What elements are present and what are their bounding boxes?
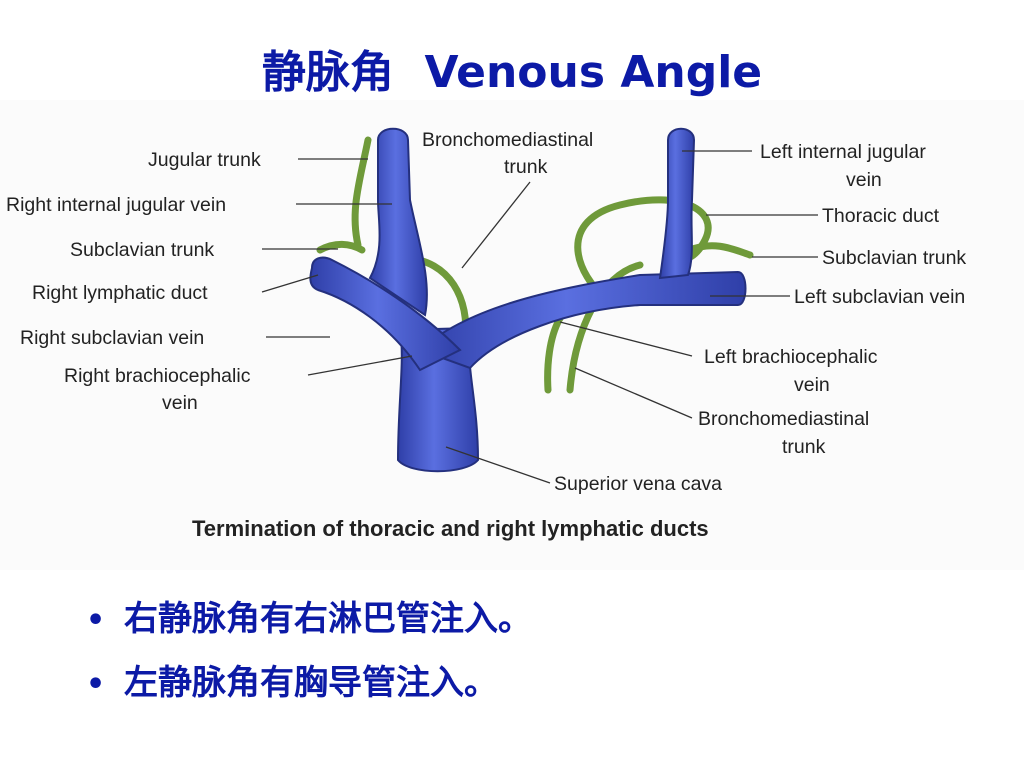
label-left-brachiocephalic-line1: Left brachiocephalic (704, 346, 878, 368)
label-bronchomediastinal-bottom-line1: Bronchomediastinal (698, 408, 869, 430)
figure-caption: Termination of thoracic and right lympha… (192, 516, 709, 541)
right-jugular-trunk (351, 136, 372, 249)
bullet-list: • 右静脉角有右淋巴管注入。 • 左静脉角有胸导管注入。 (86, 588, 532, 716)
bullet-item: • 左静脉角有胸导管注入。 (86, 652, 532, 716)
bullet-dot: • (86, 603, 106, 638)
venous-angle-figure: Jugular trunk Right internal jugular vei… (0, 100, 1024, 570)
bullet-text: 左静脉角有胸导管注入。 (124, 663, 498, 703)
label-thoracic-duct: Thoracic duct (822, 205, 940, 227)
label-bronchomediastinal-top-line1: Bronchomediastinal (422, 129, 593, 151)
label-right-subclavian-vein: Right subclavian vein (20, 327, 204, 349)
right-subclavian-trunk (316, 240, 366, 254)
slide-title: 静脉角 Venous Angle (261, 47, 763, 98)
label-right-internal-jugular-vein: Right internal jugular vein (6, 194, 226, 216)
left-internal-jugular-vein (658, 127, 696, 280)
right-brachiocephalic-vein (309, 256, 462, 372)
label-right-lymphatic-duct: Right lymphatic duct (32, 282, 208, 304)
right-internal-jugular-vein (368, 127, 428, 317)
label-subclavian-trunk-right: Subclavian trunk (70, 239, 214, 261)
label-bronchomediastinal-bottom-line2: trunk (782, 436, 826, 458)
label-bronchomediastinal-top-line2: trunk (504, 156, 548, 178)
label-left-internal-jugular-line2: vein (846, 169, 882, 191)
left-brachiocephalic-vein (418, 270, 747, 370)
label-right-brachiocephalic-line2: vein (162, 392, 198, 414)
label-left-brachiocephalic-line2: vein (794, 374, 830, 396)
label-right-brachiocephalic-line1: Right brachiocephalic (64, 365, 251, 387)
anatomy-diagram: Jugular trunk Right internal jugular vei… (6, 127, 966, 541)
leader-lines (261, 150, 818, 484)
bullet-text: 右静脉角有右淋巴管注入。 (124, 599, 532, 639)
label-left-subclavian-vein: Left subclavian vein (794, 286, 965, 308)
veins (309, 127, 747, 473)
label-superior-vena-cava: Superior vena cava (554, 473, 722, 495)
label-jugular-trunk: Jugular trunk (148, 149, 261, 171)
bullet-item: • 右静脉角有右淋巴管注入。 (86, 588, 532, 652)
left-subclavian-trunk (686, 242, 754, 259)
bullet-dot: • (86, 667, 106, 702)
label-subclavian-trunk-left: Subclavian trunk (822, 247, 966, 269)
thoracic-duct (574, 196, 712, 309)
label-left-internal-jugular-line1: Left internal jugular (760, 141, 926, 163)
